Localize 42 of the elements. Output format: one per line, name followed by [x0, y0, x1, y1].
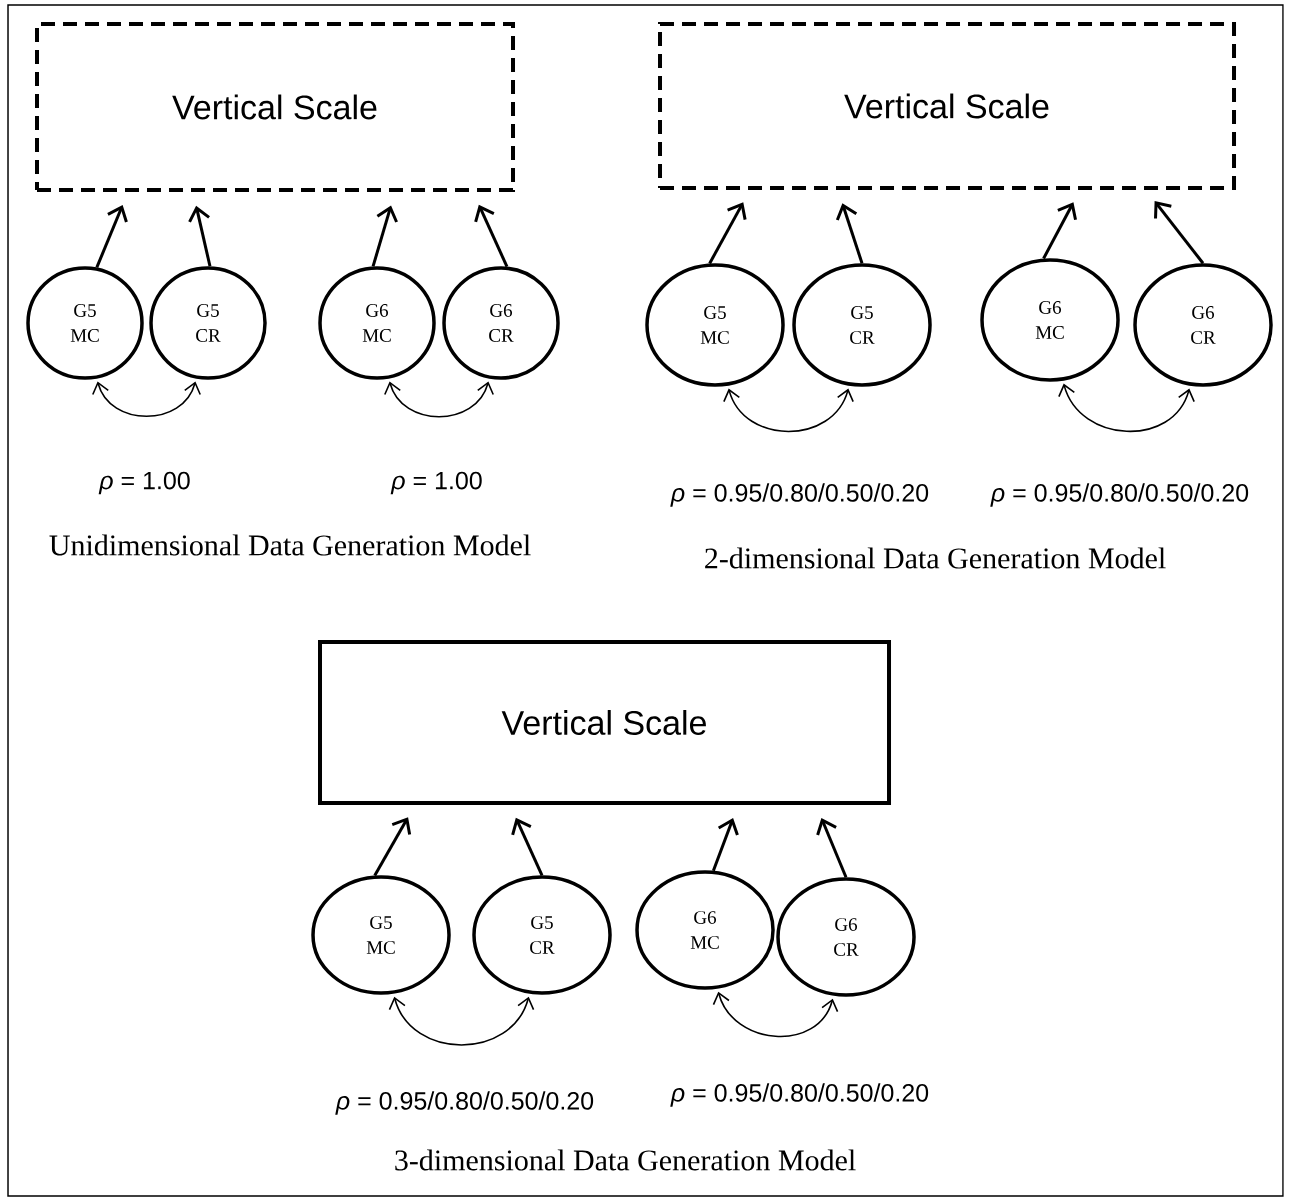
- correlation-label: ρ = 0.95/0.80/0.50/0.20: [670, 1083, 929, 1107]
- dashed-box: Vertical Scale: [658, 22, 1236, 190]
- ellipse-node: G5 MC: [311, 875, 451, 995]
- arrow: [711, 818, 739, 872]
- dashed-box: Vertical Scale: [35, 22, 515, 192]
- panel-caption: Unidimensional Data Generation Model: [49, 534, 531, 556]
- scale-box: Vertical Scale: [318, 640, 891, 805]
- panel-caption: 3-dimensional Data Generation Model: [395, 1149, 856, 1171]
- ellipse-node: G6 MC: [318, 266, 436, 380]
- correlation-label: ρ = 0.95/0.80/0.50/0.20: [990, 483, 1249, 507]
- correlation-label: ρ = 1.00: [98, 471, 190, 495]
- ellipse-node: G6 CR: [442, 266, 560, 380]
- arrow: [708, 202, 747, 265]
- arrow: [188, 205, 212, 267]
- curved-arrow: [92, 381, 201, 418]
- correlation-label: ρ = 0.95/0.80/0.50/0.20: [335, 1091, 594, 1115]
- ellipse-node: G5 MC: [645, 263, 785, 387]
- arrow: [511, 817, 544, 876]
- arrow: [95, 204, 128, 268]
- curved-arrow: [723, 388, 854, 433]
- ellipse-node: G5 MC: [26, 266, 144, 380]
- arrow: [474, 204, 509, 268]
- curved-arrow: [1058, 383, 1195, 433]
- ellipse-node: G6 MC: [980, 258, 1120, 382]
- ellipse-node: G5 CR: [792, 263, 932, 387]
- ellipse-node: G5 CR: [472, 875, 612, 995]
- ellipse-node: G6 CR: [1133, 263, 1273, 387]
- panel-caption: 2-dimensional Data Generation Model: [705, 547, 1166, 569]
- arrow: [816, 817, 848, 878]
- ellipse-node: G5 CR: [149, 266, 267, 380]
- arrow: [373, 817, 412, 877]
- arrow: [1042, 202, 1077, 260]
- correlation-label: ρ = 0.95/0.80/0.50/0.20: [670, 483, 929, 507]
- arrow: [1154, 201, 1205, 265]
- ellipse-node: G6 CR: [776, 877, 916, 997]
- curved-arrow: [384, 381, 495, 418]
- ellipse-node: G6 MC: [635, 870, 775, 990]
- arrow: [371, 205, 398, 267]
- arrow: [835, 203, 864, 264]
- correlation-label: ρ = 1.00: [390, 471, 482, 495]
- curved-arrow: [712, 991, 839, 1038]
- curved-arrow: [388, 996, 535, 1046]
